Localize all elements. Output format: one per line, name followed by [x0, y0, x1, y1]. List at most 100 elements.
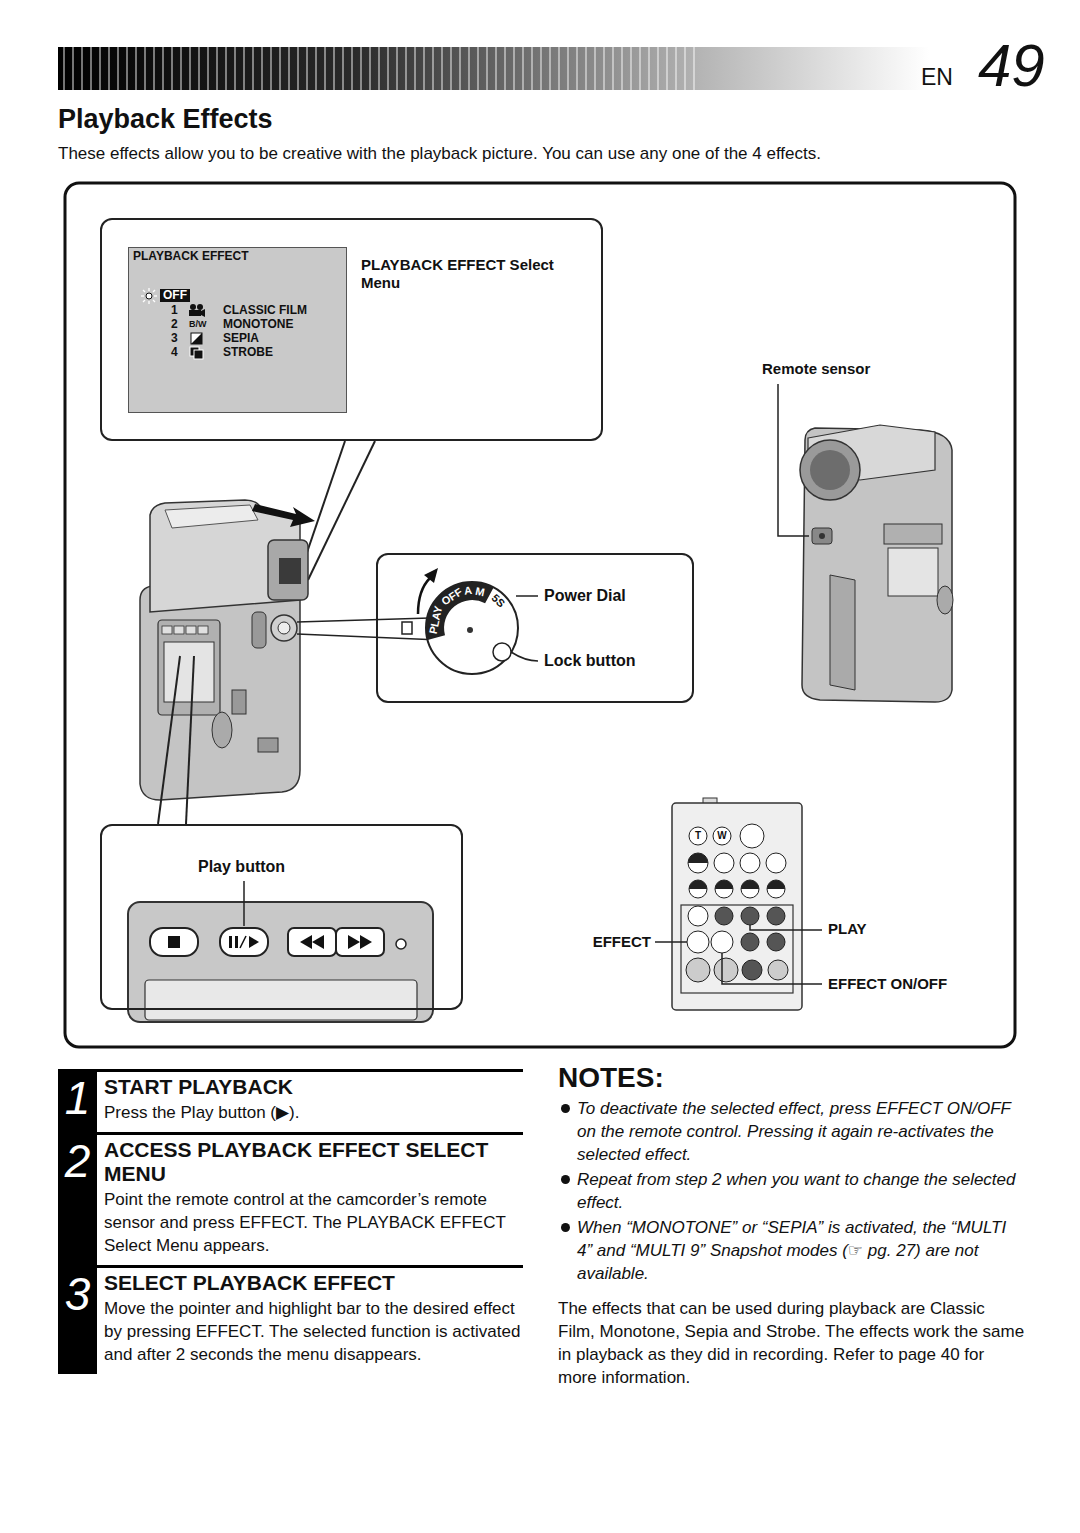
eyepiece-window: [279, 558, 301, 584]
part-name: Lock button: [544, 651, 636, 670]
remote-button: [767, 933, 785, 951]
eyepiece: [268, 540, 308, 600]
pause-symbol: [235, 936, 238, 948]
fast-forward-symbol: [360, 935, 372, 949]
sepia-icon: [191, 333, 202, 344]
slide-arrow: [252, 504, 315, 527]
effect-button: [687, 931, 709, 953]
camera-dial-center: [278, 622, 290, 634]
play-symbol: [249, 936, 259, 948]
film-icon: [189, 310, 201, 316]
remote-panel: [681, 905, 793, 993]
remote-button: [740, 853, 760, 873]
callout-tail: [297, 634, 440, 640]
remote-button: [741, 880, 759, 898]
camera-grip: [830, 575, 855, 690]
panel-button: [174, 626, 184, 634]
remote-button: [740, 824, 764, 848]
button-letter: W: [717, 830, 726, 842]
menu-item: CLASSIC FILM: [223, 304, 307, 317]
bullet-dot: [561, 1223, 570, 1232]
film-icon: [197, 304, 203, 310]
side-part: [937, 586, 953, 614]
remote-sensor-eye: [819, 533, 825, 539]
power-dial: [426, 582, 518, 674]
menu-item: MONOTONE: [223, 318, 293, 331]
panel-hole: [396, 939, 406, 949]
turn-arrow: [418, 578, 430, 614]
rewind-symbol: [312, 935, 324, 949]
stop-symbol: [168, 936, 180, 948]
remote-button: [688, 906, 708, 926]
callout-caption: PLAYBACK EFFECT Select Menu: [361, 256, 576, 292]
leader-line: [516, 595, 538, 597]
dial-center: [467, 627, 473, 633]
lcd-window: [145, 980, 417, 1020]
step-body: Move the pointer and highlight bar to th…: [104, 1297, 523, 1366]
menu-item: SEPIA: [223, 332, 259, 345]
remote-button: [714, 853, 734, 873]
callout-tail: [308, 441, 375, 580]
lcd-window: [888, 548, 938, 596]
menu-item: OFF: [160, 289, 190, 302]
panel-button: [198, 626, 208, 634]
bullet-dot: [561, 1104, 570, 1113]
fast-forward-symbol: [348, 935, 360, 949]
button-panel: [158, 620, 220, 715]
step-number: 1: [58, 1072, 97, 1124]
callout-box: PLAYBACK EFFECTOFF1CLASSIC FILM2B/WMONOT…: [100, 218, 603, 441]
pointer-ray: [153, 300, 155, 302]
step-number: 2: [58, 1135, 97, 1187]
film-icon: [190, 304, 196, 310]
play-button: [220, 928, 268, 956]
strobe-icon: [194, 350, 203, 359]
control-panel: [128, 902, 433, 1022]
leader-line: [511, 652, 538, 661]
button-name: EFFECT ON/OFF: [828, 975, 947, 993]
remote-button: [713, 827, 731, 845]
remote-button: [767, 880, 785, 898]
turn-arrow-head: [424, 568, 438, 583]
notes-heading: NOTES:: [558, 1062, 1026, 1094]
figure-frame: [65, 183, 1015, 1047]
sepia-icon: [191, 333, 202, 344]
remote-button-half: [715, 880, 733, 889]
rewind-symbol: [300, 935, 312, 949]
step-body: Press the Play button (▶).: [104, 1101, 523, 1124]
camera-lens: [800, 440, 860, 500]
camera-lens-glass: [810, 450, 850, 490]
part-name: Play button: [198, 857, 285, 876]
indicator-lamp: [402, 622, 412, 634]
remote-button-half: [767, 880, 785, 889]
panel-button: [162, 626, 172, 634]
pointer-ray: [148, 301, 149, 304]
pointer-ray: [154, 295, 157, 296]
side-part: [232, 690, 246, 714]
note-text: To deactivate the selected effect, press…: [577, 1097, 1026, 1166]
remote-button-half: [689, 880, 707, 889]
step-heading: SELECT PLAYBACK EFFECT: [104, 1271, 523, 1295]
leader-line: [722, 953, 822, 984]
lock-button: [493, 643, 511, 661]
remote-button: [741, 907, 759, 925]
pause-symbol: [229, 936, 232, 948]
leader-line: [778, 384, 809, 536]
step-band: 1START PLAYBACKPress the Play button (▶)…: [97, 1069, 523, 1132]
slash-symbol: [240, 936, 246, 948]
remote-button: [689, 827, 707, 845]
button-name: EFFECT: [593, 933, 651, 951]
menu-screen: PLAYBACK EFFECTOFF1CLASSIC FILM2B/WMONOT…: [128, 247, 347, 413]
remote-button: [714, 958, 738, 982]
step-body: Point the remote control at the camcorde…: [104, 1188, 523, 1257]
panel-button: [186, 626, 196, 634]
pointer-ray: [143, 300, 145, 302]
remote-control: [672, 803, 802, 1010]
dial-position: A: [463, 584, 472, 598]
leader-line: [750, 925, 822, 930]
bullet-dot: [561, 1175, 570, 1184]
remote-button: [766, 853, 786, 873]
part-name: Remote sensor: [762, 360, 870, 378]
lcd-window: [164, 642, 214, 702]
step-heading: START PLAYBACK: [104, 1075, 523, 1099]
button-name: PLAY: [828, 920, 867, 938]
